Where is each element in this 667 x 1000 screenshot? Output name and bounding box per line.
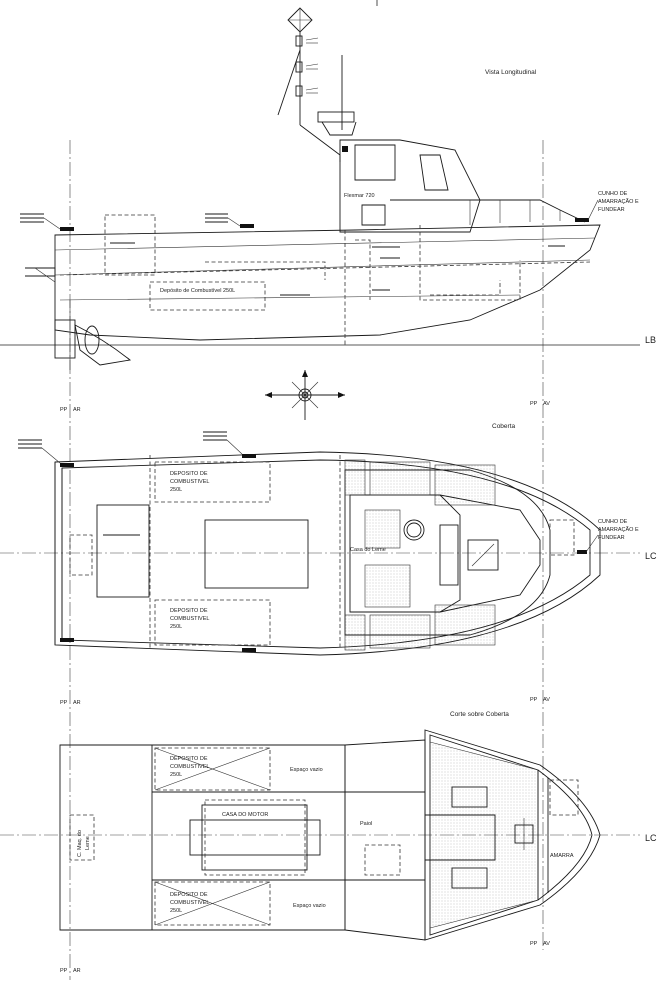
label-pp-av-3: PP <box>530 941 538 947</box>
label-fuel-tank-lower-2: COMBUSTIVEL <box>170 616 209 622</box>
label-sec-tank-upper-1: DEPOSITO DE <box>170 756 208 762</box>
deck-view: Coberta Casa do Leme DEPOSITO DE COMBUST… <box>18 423 601 656</box>
label-cunho-1-line-1: CUNHO DE <box>598 191 628 197</box>
label-av-1: AV <box>543 401 550 407</box>
label-sec-tank-lower-2: COMBUSTIVEL <box>170 900 209 906</box>
section-view: Corte sobre Coberta CASA DO MOTOR Paiol … <box>59 711 601 941</box>
label-sec-tank-upper-2: COMBUSTIVEL <box>170 764 209 770</box>
label-sec-tank-lower-1: DEPOSITO DE <box>170 892 208 898</box>
label-fuel-tank-upper-2: COMBUSTIVEL <box>170 479 209 485</box>
label-av-2: AV <box>543 697 550 703</box>
label-cunho-2-line-1: CUNHO DE <box>598 519 628 525</box>
label-cunho-2-line-3: FUNDEAR <box>598 535 625 541</box>
axis-labels: LB LC LC PP AR PP AV PP AR PP AV PP AR P… <box>60 335 657 974</box>
label-amarra: AMARRA <box>550 853 574 859</box>
label-casa-leme: Casa do Leme <box>350 547 386 553</box>
longitudinal-view: Flexmar 720 <box>20 7 601 420</box>
label-fuel-tank-lower-1: DEPOSITO DE <box>170 608 208 614</box>
label-pp-av-1: PP <box>530 401 538 407</box>
label-lb: LB <box>645 335 656 345</box>
label-cunho-1-line-2: AMARRAÇÃO E <box>598 198 639 205</box>
label-longitudinal-view: Vista Longitudinal <box>485 69 537 76</box>
label-fuel-tank-side: Depósito de Combustível 250L <box>160 288 235 294</box>
label-deck-view: Coberta <box>492 423 516 430</box>
label-pp-ar-2: PP <box>60 700 68 706</box>
label-fuel-tank-upper-1: DEPOSITO DE <box>170 471 208 477</box>
label-ar-3: AR <box>73 968 81 974</box>
label-ar-2: AR <box>73 700 81 706</box>
label-pp-ar-1: PP <box>60 407 68 413</box>
label-sec-tank-upper-3: 250L <box>170 772 182 778</box>
label-fuel-tank-upper-3: 250L <box>170 487 182 493</box>
label-cunho-2-line-2: AMARRAÇÃO E <box>598 526 639 533</box>
label-flexmar: Flexmar 720 <box>344 193 375 199</box>
label-c-maq-leme-2: Leme <box>85 836 91 850</box>
label-c-maq-leme-1: C. Maq. do <box>77 830 83 857</box>
label-pp-av-2: PP <box>530 697 538 703</box>
label-ar-1: AR <box>73 407 81 413</box>
label-casa-motor: CASA DO MOTOR <box>222 812 268 818</box>
label-sec-tank-lower-3: 250L <box>170 908 182 914</box>
compass-rose <box>265 370 345 420</box>
label-fuel-tank-lower-3: 250L <box>170 624 182 630</box>
label-paiol: Paiol <box>360 821 372 827</box>
label-lc-1: LC <box>645 551 657 561</box>
label-pp-ar-3: PP <box>60 968 68 974</box>
label-espaco-vazio-2: Espaço vazio <box>293 903 326 909</box>
label-section-view: Corte sobre Coberta <box>450 711 509 718</box>
label-cunho-1-line-3: FUNDEAR <box>598 207 625 213</box>
label-av-3: AV <box>543 941 550 947</box>
label-espaco-vazio-1: Espaço vazio <box>290 767 323 773</box>
label-lc-2: LC <box>645 833 657 843</box>
